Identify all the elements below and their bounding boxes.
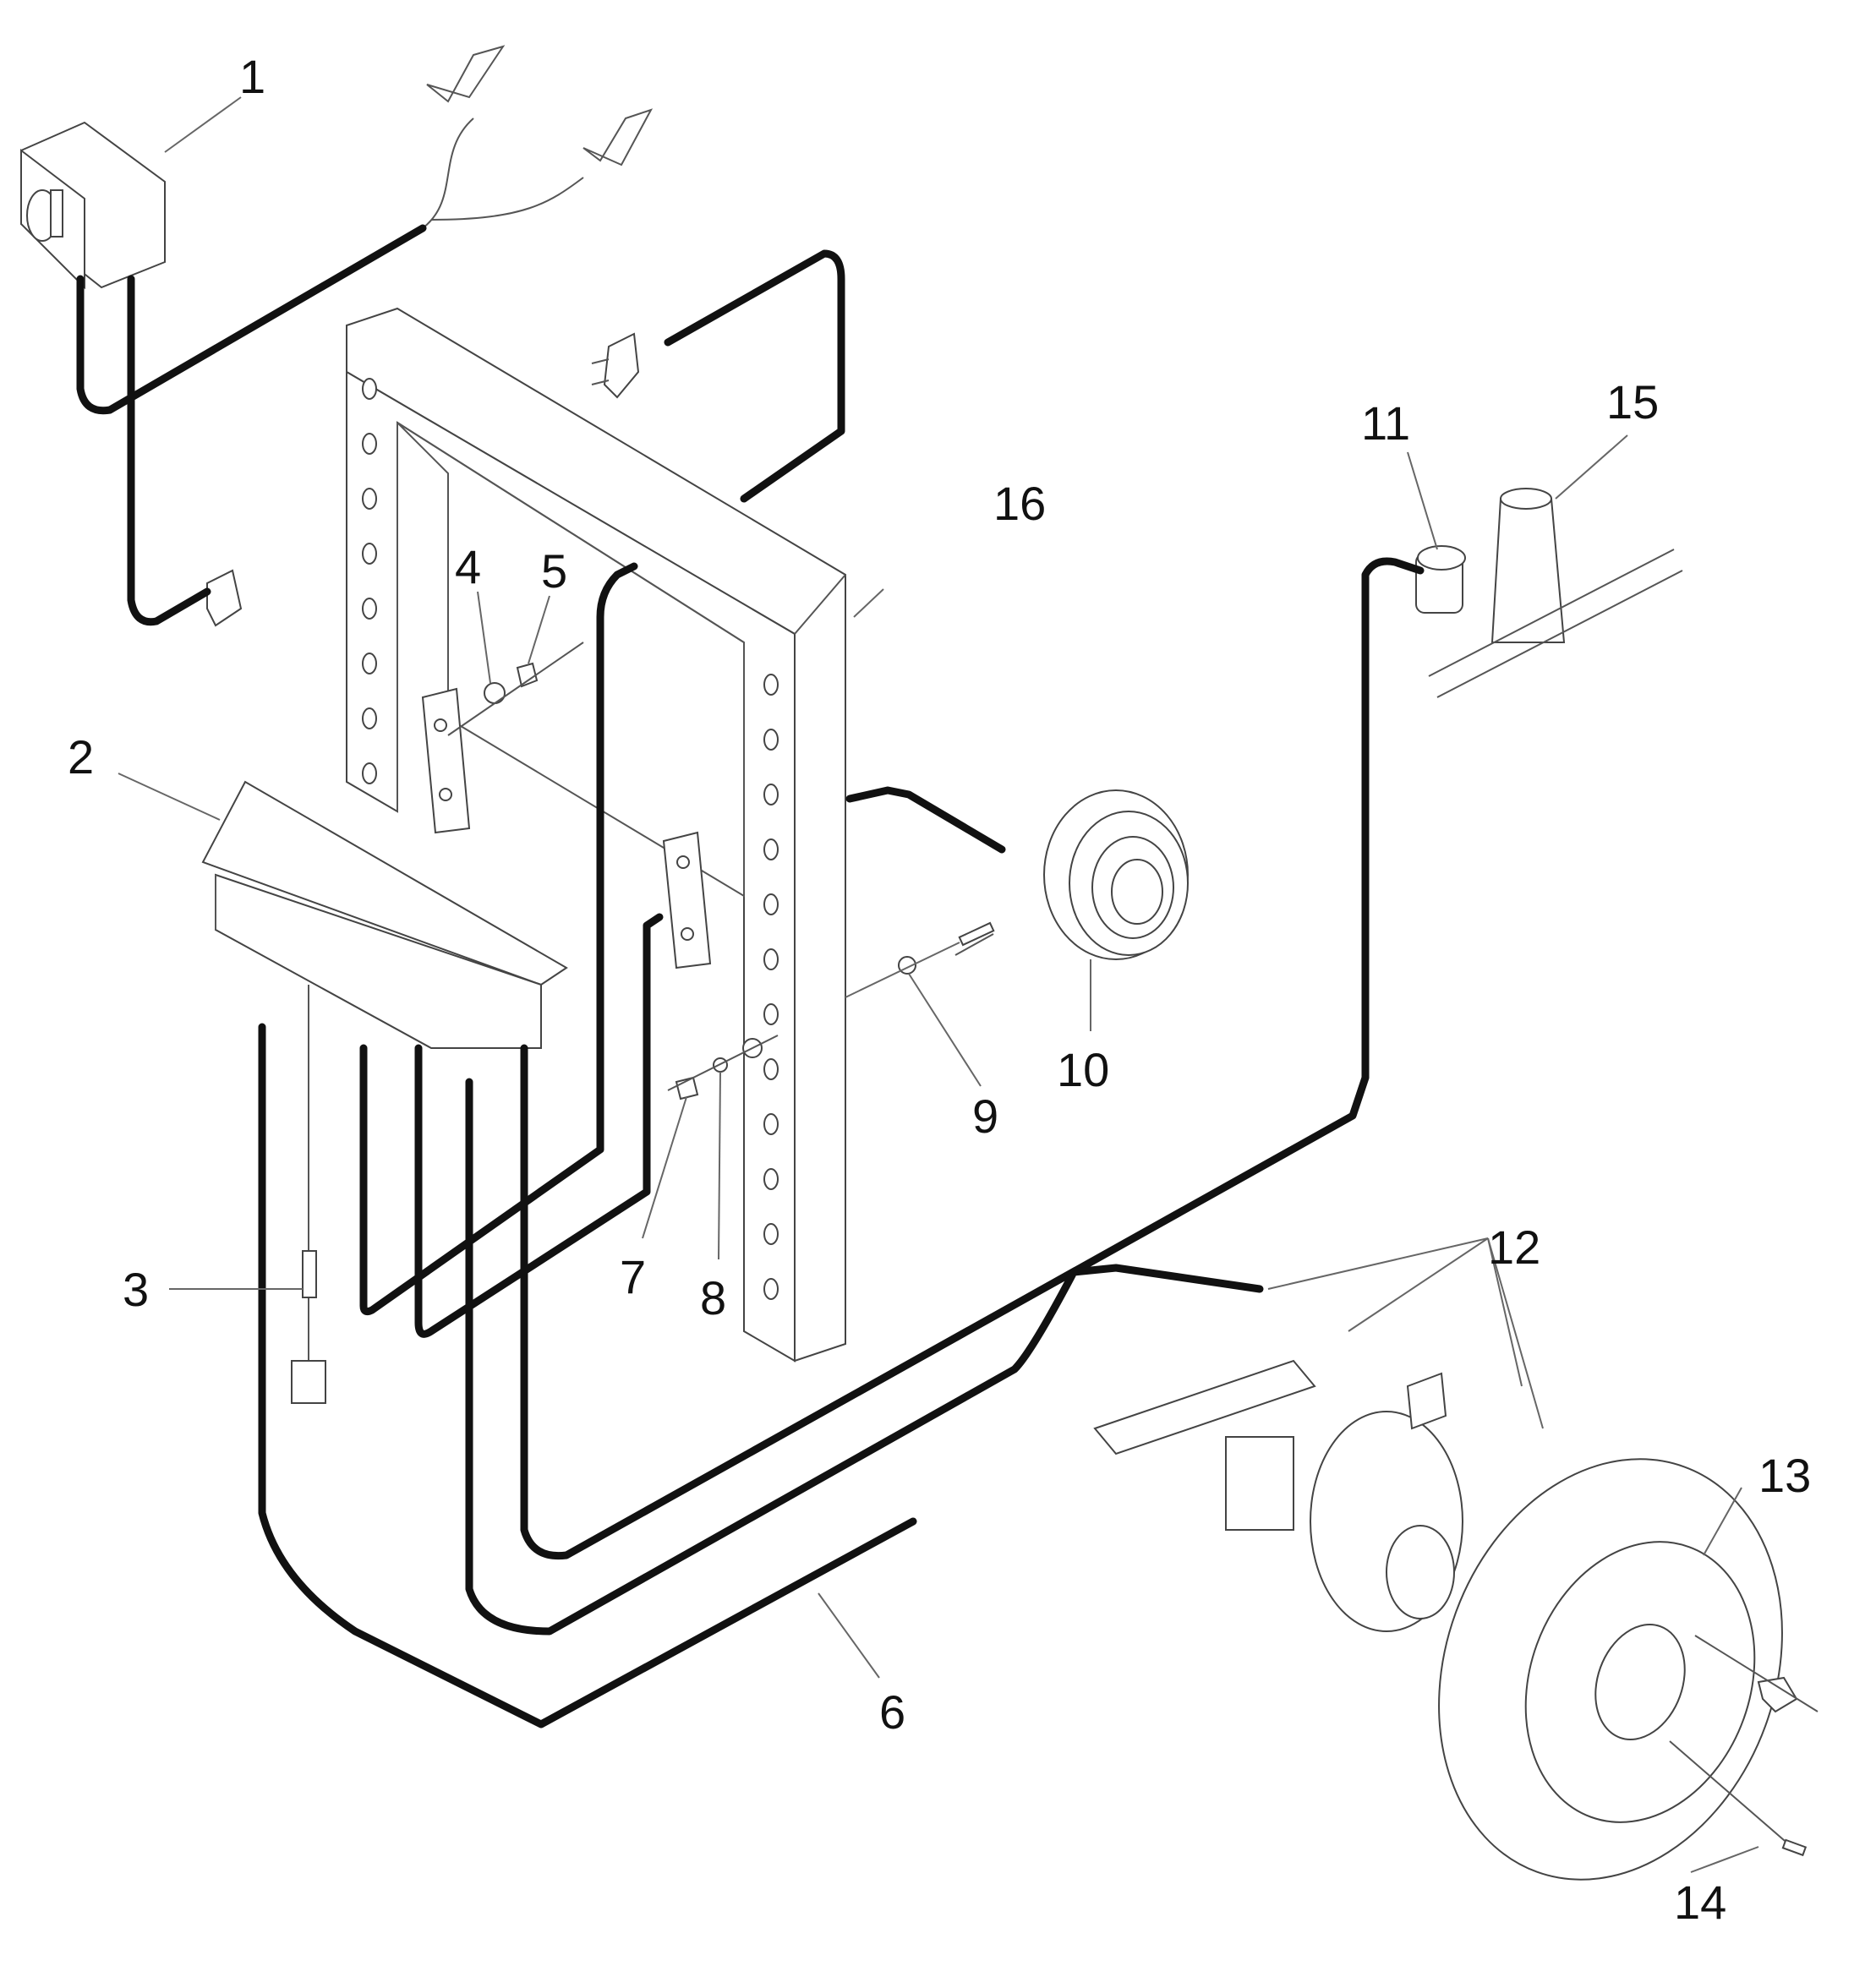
callout-15: 15 (1606, 375, 1659, 429)
brake-disc (1438, 1458, 1819, 1881)
callout-1: 1 (239, 50, 265, 103)
callout-7: 7 (620, 1250, 646, 1303)
solenoid-coil (1415, 545, 1466, 614)
callout-12: 12 (1488, 1221, 1540, 1274)
cables (76, 224, 1425, 1729)
callout-4: 4 (455, 540, 481, 593)
callout-5: 5 (541, 544, 567, 598)
power-plug (591, 332, 640, 399)
callout-8: 8 (700, 1271, 726, 1324)
valve (1428, 488, 1683, 698)
callout-13: 13 (1758, 1449, 1811, 1502)
fuse-holder (291, 985, 326, 1404)
callout-2: 2 (68, 730, 94, 784)
callout-14: 14 (1674, 1876, 1726, 1929)
callout-6: 6 (879, 1685, 905, 1739)
callout-16: 16 (993, 477, 1046, 530)
callout-9: 9 (972, 1090, 998, 1143)
leader-lines (118, 96, 1759, 1873)
motor (954, 789, 1189, 960)
callout-labels: 1 2 3 4 5 6 7 8 9 10 11 12 13 14 15 16 (68, 50, 1811, 1929)
control-unit-housing (201, 780, 568, 1049)
callout-10: 10 (1057, 1043, 1109, 1096)
callout-11: 11 (1361, 396, 1410, 450)
rotary-switch-box (20, 121, 166, 290)
frame-holes (362, 378, 779, 1300)
mounting-brackets (421, 687, 712, 969)
battery-clips (422, 45, 654, 229)
frame (346, 307, 846, 1363)
wheel-hub (1093, 1359, 1463, 1632)
callout-3: 3 (123, 1263, 149, 1316)
connector (206, 569, 243, 627)
